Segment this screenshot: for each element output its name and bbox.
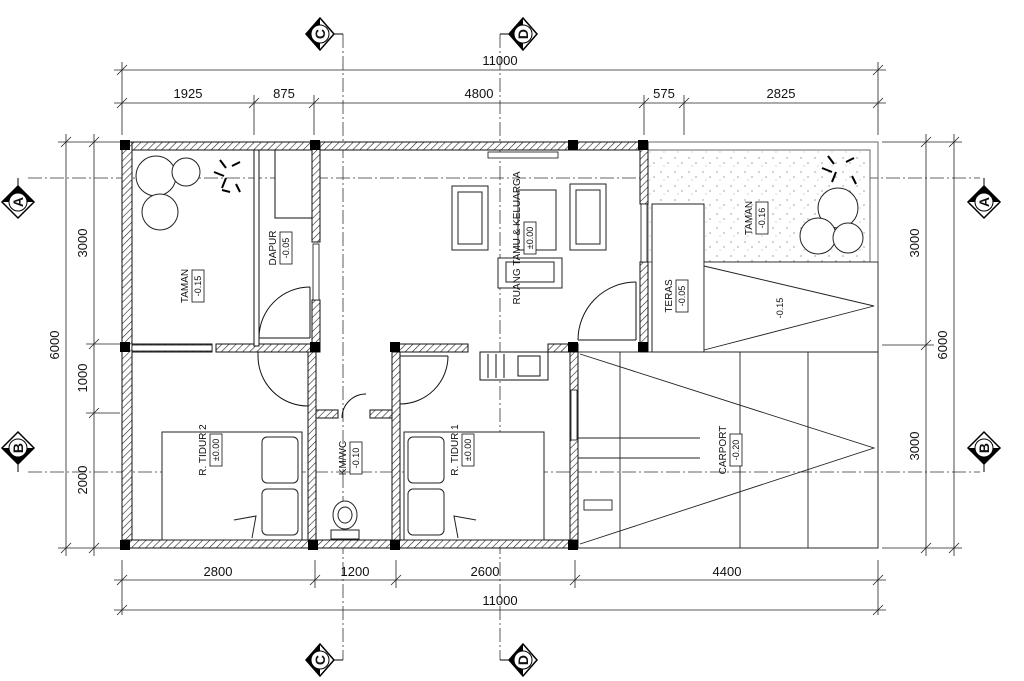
room-level: ±0.00 xyxy=(463,439,473,461)
grid-marker-b-left: B xyxy=(0,430,36,472)
room-level: -0.05 xyxy=(281,238,291,259)
room-label-tidur-1: R. TIDUR 1 ±0.00 xyxy=(450,424,475,476)
grid-label: A xyxy=(10,197,26,207)
grid-label: B xyxy=(10,443,26,453)
room-label-carport: CARPORT -0.20 xyxy=(718,426,743,475)
grid-label: D xyxy=(515,655,531,665)
dim-bottom-4: 4400 xyxy=(713,564,742,579)
room-name: DAPUR xyxy=(268,230,279,265)
grid-marker-a-left: A xyxy=(0,178,36,220)
room-label-ramp: -0.15 xyxy=(775,298,785,319)
grid-label: C xyxy=(312,29,328,39)
dim-right-1: 3000 xyxy=(907,229,922,258)
dapur-partition xyxy=(253,149,313,347)
dimension-lines xyxy=(58,62,962,616)
room-name: R. TIDUR 2 xyxy=(198,424,209,476)
doors xyxy=(257,281,637,419)
dim-top-4: 575 xyxy=(653,86,675,101)
plants-left xyxy=(135,155,241,231)
grid-marker-d-top: D xyxy=(500,16,538,52)
dim-left-1: 3000 xyxy=(75,229,90,258)
dim-bottom-2: 1200 xyxy=(341,564,370,579)
dim-left-2: 1000 xyxy=(75,364,90,393)
dim-top-3: 4800 xyxy=(465,86,494,101)
dim-top-1: 1925 xyxy=(174,86,203,101)
room-label-taman-right: TAMAN -0.16 xyxy=(744,201,769,235)
grid-label: A xyxy=(976,197,992,207)
dim-right-2: 3000 xyxy=(907,432,922,461)
room-name: TAMAN xyxy=(180,269,191,303)
dim-bottom-1: 2800 xyxy=(204,564,233,579)
room-name: KM/WC xyxy=(338,441,349,475)
dim-left-total: 6000 xyxy=(47,331,62,360)
room-label-tidur-2: R. TIDUR 2 ±0.00 xyxy=(198,424,223,476)
windows xyxy=(131,151,648,441)
grid-marker-a-right: A xyxy=(966,178,1002,220)
room-label-taman-left: TAMAN -0.15 xyxy=(180,269,205,303)
room-name: CARPORT xyxy=(718,426,729,475)
grid-marker-b-right: B xyxy=(966,430,1002,472)
room-label-kmwc: KM/WC -0.10 xyxy=(338,441,363,475)
room-label-dapur: DAPUR -0.05 xyxy=(268,230,293,266)
room-name: R. TIDUR 1 xyxy=(450,424,461,476)
room-name: TERAS xyxy=(664,279,675,313)
dimension-texts: 11000 1925 875 4800 575 2825 2800 1200 2… xyxy=(47,53,950,608)
ramp-area xyxy=(703,261,879,353)
room-level: -0.10 xyxy=(351,448,361,469)
kitchen-set xyxy=(479,351,549,381)
living-furniture xyxy=(451,183,607,289)
room-level: -0.20 xyxy=(731,440,741,461)
dim-top-total: 11000 xyxy=(482,53,517,68)
grid-marker-d-bottom: D xyxy=(500,642,538,678)
dim-bottom-total: 11000 xyxy=(482,593,517,608)
room-level: -0.15 xyxy=(193,276,203,297)
room-name: TAMAN xyxy=(744,201,755,235)
room-level: -0.16 xyxy=(757,208,767,229)
room-level: -0.15 xyxy=(775,298,785,319)
room-level: ±0.00 xyxy=(525,227,535,249)
plants-right xyxy=(799,155,864,255)
dim-bottom-3: 2600 xyxy=(471,564,500,579)
dim-top-2: 875 xyxy=(273,86,295,101)
room-label-ruang-tamu: RUANG TAMU & KELUARGA ±0.00 xyxy=(512,171,537,305)
columns xyxy=(120,140,648,550)
grid-label: C xyxy=(312,655,328,665)
dim-right-total: 6000 xyxy=(935,331,950,360)
grid-label: B xyxy=(976,443,992,453)
bed-2 xyxy=(161,431,303,541)
grid-marker-c-top: C xyxy=(305,16,343,52)
grid-marker-c-bottom: C xyxy=(305,642,343,678)
grid-label: D xyxy=(515,29,531,39)
room-label-teras: TERAS -0.05 xyxy=(664,279,689,313)
teras-area xyxy=(651,203,705,353)
dim-top-5: 2825 xyxy=(767,86,796,101)
room-level: ±0.00 xyxy=(211,439,221,461)
dim-left-3: 2000 xyxy=(75,466,90,495)
room-level: -0.05 xyxy=(677,286,687,307)
toilet xyxy=(330,500,360,540)
room-name: RUANG TAMU & KELUARGA xyxy=(512,171,523,304)
